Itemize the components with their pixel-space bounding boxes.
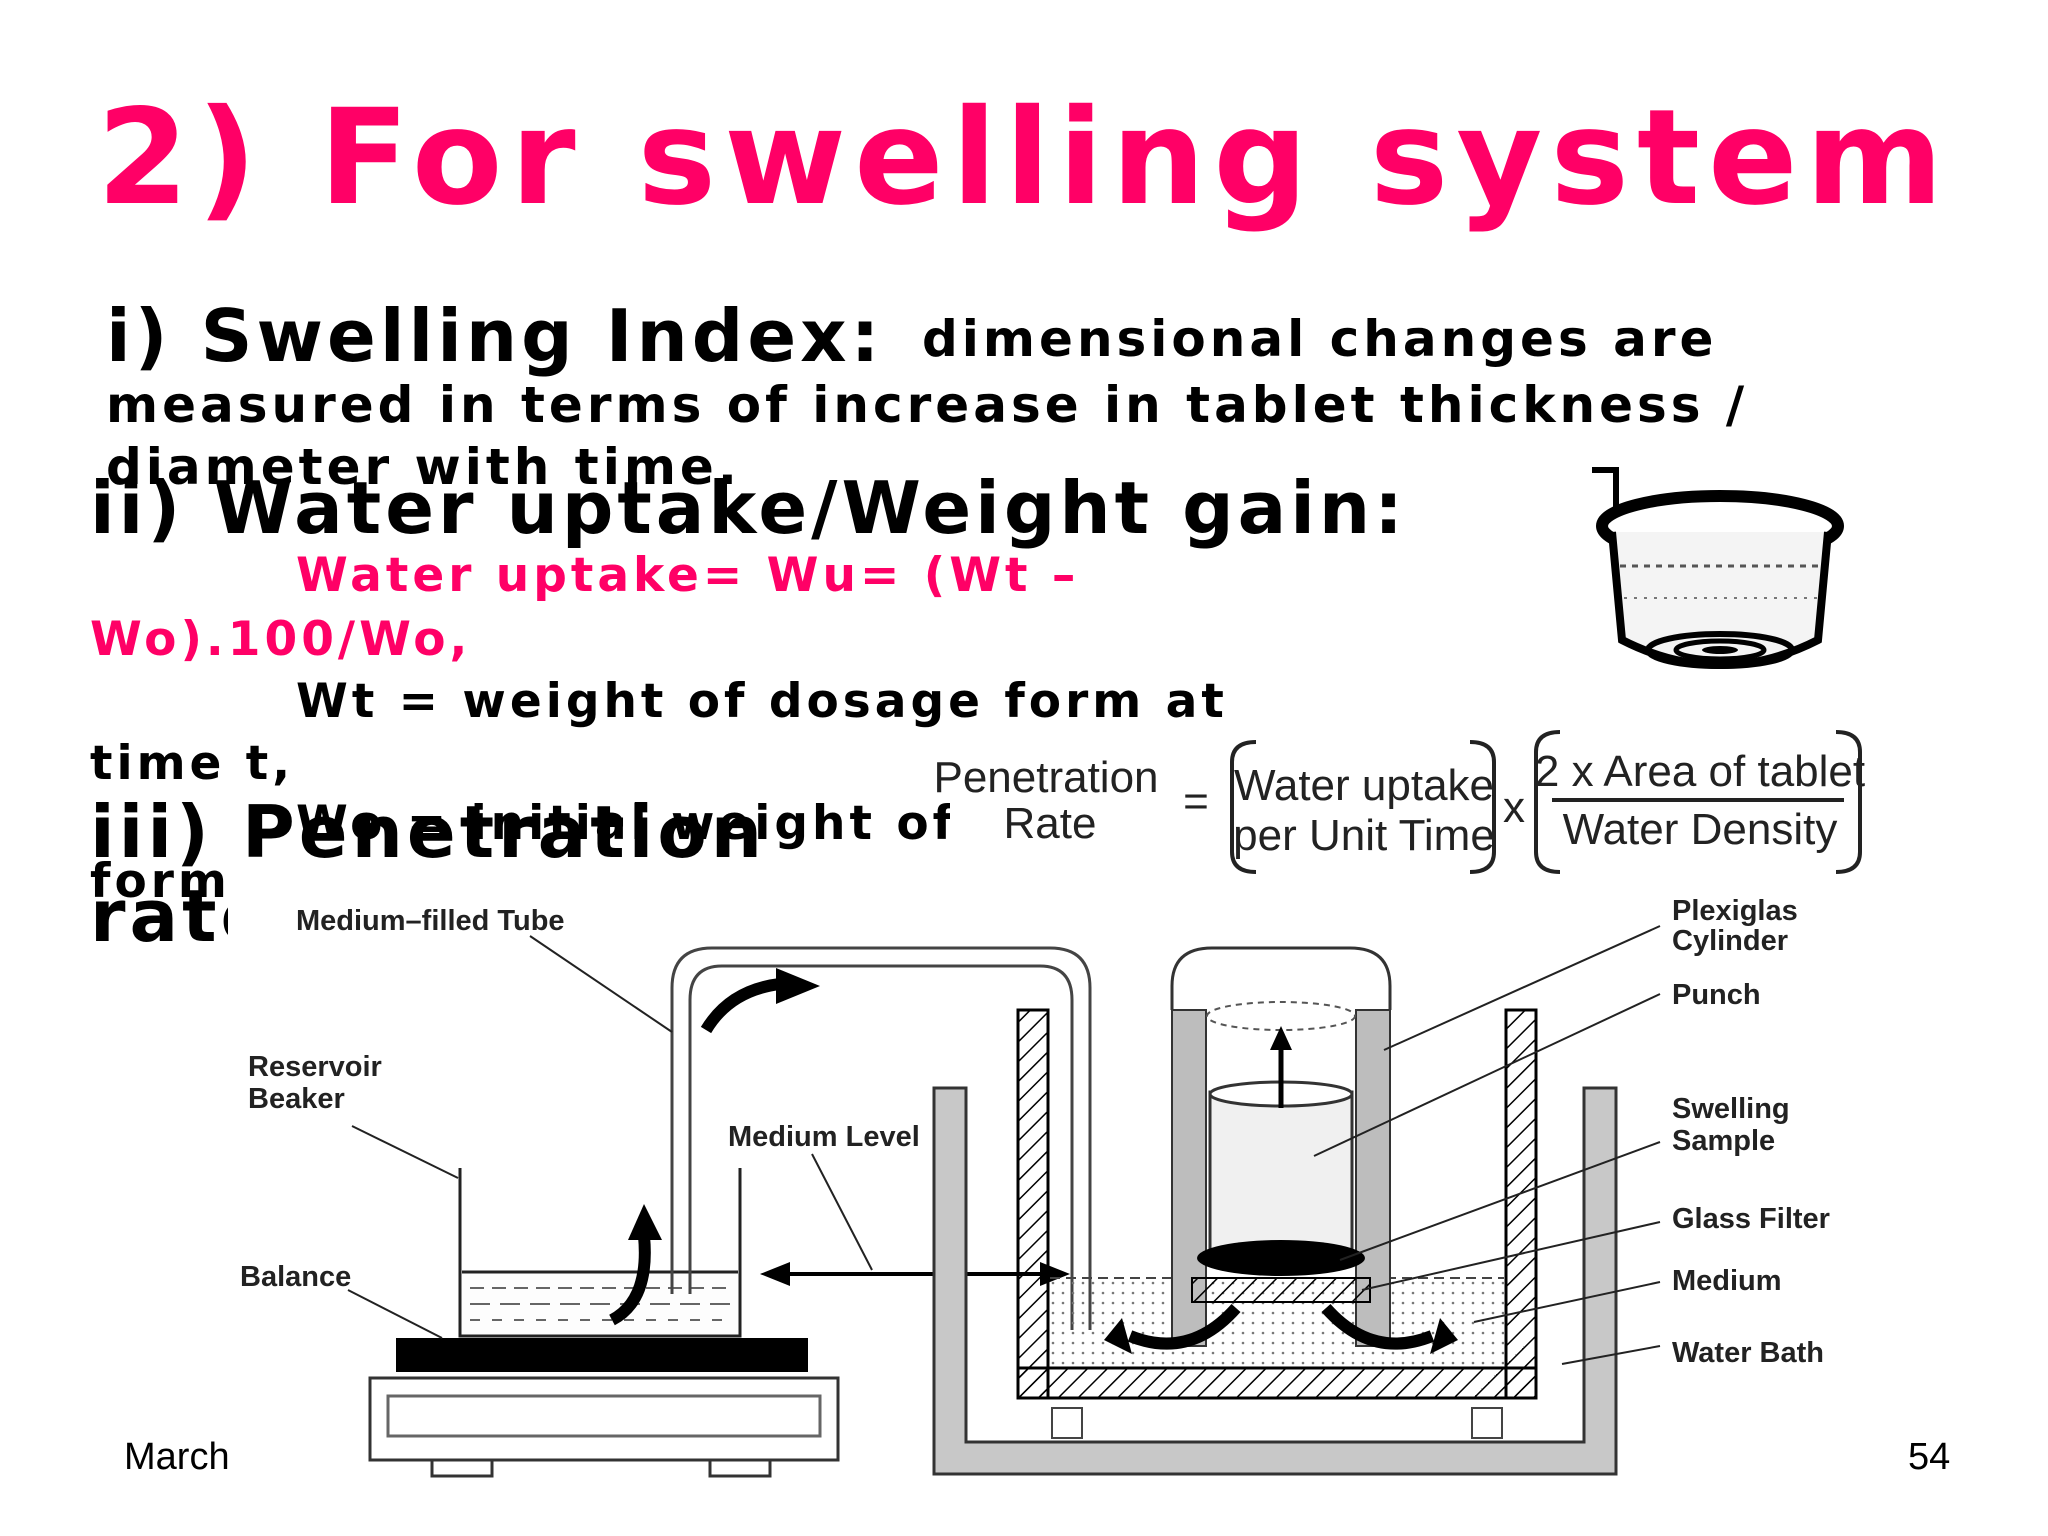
water-uptake-formula-1: Water uptake= Wu= (Wt – — [296, 548, 1080, 603]
slide-title: 2) For swelling system — [96, 81, 1952, 235]
plexiglas-cylinder — [1170, 946, 1392, 1347]
label-swelling-1: Swelling — [1672, 1093, 1790, 1125]
formula-equals: = — [1183, 777, 1209, 826]
penetration-rate-formula: Penetration Rate = Water uptake per Unit… — [933, 730, 1865, 874]
label-reservoir-1: Reservoir — [248, 1051, 382, 1083]
formula-term2-numerator: 2 x Area of tablet — [1535, 747, 1865, 796]
flow-arrows — [1104, 1303, 1458, 1354]
formula-term1-2: per Unit Time — [1233, 811, 1495, 860]
label-medium: Medium — [1672, 1265, 1782, 1297]
medium-filled-tube — [670, 946, 1092, 1330]
formula-lhs-1: Penetration — [933, 753, 1158, 802]
swelling-index-text-2: measured in terms of increase in tablet … — [106, 376, 1749, 434]
page-number: 54 — [1908, 1436, 1951, 1478]
formula-lhs-2: Rate — [1004, 799, 1097, 848]
label-water-bath: Water Bath — [1672, 1337, 1824, 1369]
leader-lines — [347, 925, 1661, 1365]
beaker-illustration — [1592, 467, 1844, 669]
wt-definition-2: time t, — [90, 736, 295, 791]
formula-term1-1: Water uptake — [1234, 761, 1494, 810]
wo-definition-2: form — [90, 854, 231, 909]
punch — [1208, 1026, 1354, 1260]
formula-term2-denominator: Water Density — [1563, 805, 1838, 854]
label-medium-filled-tube: Medium–filled Tube — [296, 905, 565, 937]
swelling-index-heading: i) Swelling Index: — [106, 294, 884, 378]
label-balance: Balance — [240, 1261, 351, 1293]
penetration-rate-heading-1: iii) Penetration — [90, 790, 767, 874]
swelling-index-text-3: diameter with time. — [106, 438, 741, 496]
label-medium-level: Medium Level — [728, 1121, 920, 1153]
wo-definition-1: Wo = initial weight of — [296, 796, 958, 851]
water-bath — [932, 1086, 1618, 1476]
formula-times: x — [1503, 783, 1525, 832]
label-punch: Punch — [1672, 979, 1761, 1011]
water-uptake-heading: ii) Water uptake/Weight gain: — [90, 466, 1407, 550]
label-glass-filter: Glass Filter — [1672, 1203, 1830, 1235]
label-plexiglas-2: Cylinder — [1672, 925, 1788, 957]
wt-definition-1: Wt = weight of dosage form at — [296, 674, 1228, 729]
swelling-index-text-1: dimensional changes are — [922, 310, 1718, 368]
balance — [368, 1338, 840, 1478]
footer-date: March — [124, 1436, 230, 1478]
label-plexiglas-1: Plexiglas — [1672, 895, 1798, 927]
label-reservoir-2: Beaker — [248, 1083, 345, 1115]
reservoir-beaker — [458, 1168, 742, 1338]
swelling-sample — [1191, 1240, 1371, 1303]
label-swelling-2: Sample — [1672, 1125, 1775, 1157]
water-uptake-formula-2: Wo).100/Wo, — [90, 612, 472, 667]
